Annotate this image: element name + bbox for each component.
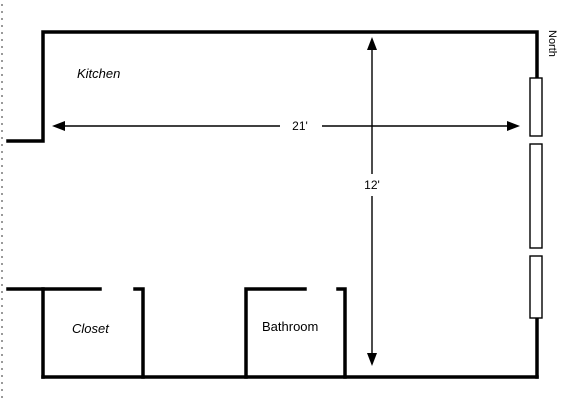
kitchen-label: Kitchen: [77, 66, 120, 81]
edge-dot: [1, 305, 3, 307]
edge-dot: [1, 270, 3, 272]
edge-dot: [1, 298, 3, 300]
closet-left-wall: [41, 287, 102, 379]
left-edge-dots: [1, 4, 3, 398]
edge-dot: [1, 74, 3, 76]
edge-dot: [1, 25, 3, 27]
edge-dot: [1, 375, 3, 377]
edge-dot: [1, 291, 3, 293]
edge-dot: [1, 11, 3, 13]
edge-dot: [1, 186, 3, 188]
edge-dot: [1, 284, 3, 286]
edge-dot: [1, 53, 3, 55]
depth-arrow-bottom: [367, 353, 377, 366]
edge-dot: [1, 158, 3, 160]
edge-dot: [1, 382, 3, 384]
edge-dot: [1, 256, 3, 258]
edge-dot: [1, 235, 3, 237]
edge-dot: [1, 39, 3, 41]
edge-dot: [1, 207, 3, 209]
edge-dot: [1, 214, 3, 216]
edge-dot: [1, 60, 3, 62]
edge-dot: [1, 67, 3, 69]
edge-dot: [1, 151, 3, 153]
edge-dot: [1, 200, 3, 202]
edge-dot: [1, 116, 3, 118]
edge-dot: [1, 18, 3, 20]
closet-label: Closet: [72, 321, 110, 336]
windows: [529, 77, 543, 319]
edge-dot: [1, 368, 3, 370]
edge-dot: [1, 396, 3, 398]
window-1: [529, 77, 543, 137]
north-label: North: [546, 30, 558, 57]
width-dimension-label: 21': [292, 119, 308, 133]
edge-dot: [1, 123, 3, 125]
bathroom-label: Bathroom: [262, 319, 318, 334]
edge-dot: [1, 95, 3, 97]
edge-dot: [1, 172, 3, 174]
edge-dot: [1, 361, 3, 363]
kitchen-nook-wall: [6, 30, 539, 143]
edge-dot: [1, 193, 3, 195]
edge-dot: [1, 81, 3, 83]
window-2: [529, 143, 543, 249]
edge-dot: [1, 102, 3, 104]
edge-dot: [1, 326, 3, 328]
width-arrow-right: [507, 121, 520, 131]
width-dimension: 21': [52, 119, 520, 133]
edge-dot: [1, 333, 3, 335]
edge-dot: [1, 32, 3, 34]
width-arrow-left: [52, 121, 65, 131]
edge-dot: [1, 312, 3, 314]
edge-dot: [1, 340, 3, 342]
edge-dot: [1, 228, 3, 230]
closet-right-wall: [133, 287, 145, 379]
bathroom-right-wall: [336, 287, 347, 379]
edge-dot: [1, 165, 3, 167]
edge-dot: [1, 4, 3, 6]
edge-dot: [1, 46, 3, 48]
depth-arrow-top: [367, 37, 377, 50]
edge-dot: [1, 277, 3, 279]
edge-dot: [1, 88, 3, 90]
window-3: [529, 255, 543, 319]
edge-dot: [1, 249, 3, 251]
edge-dot: [1, 242, 3, 244]
edge-dot: [1, 319, 3, 321]
edge-dot: [1, 347, 3, 349]
edge-dot: [1, 109, 3, 111]
edge-dot: [1, 221, 3, 223]
edge-dot: [1, 130, 3, 132]
bathroom-left-wall: [244, 287, 307, 379]
edge-dot: [1, 354, 3, 356]
edge-dot: [1, 137, 3, 139]
walls: [6, 30, 539, 379]
edge-dot: [1, 144, 3, 146]
depth-dimension: 12': [364, 37, 380, 366]
depth-dimension-label: 12': [364, 178, 380, 192]
edge-dot: [1, 263, 3, 265]
edge-dot: [1, 389, 3, 391]
edge-dot: [1, 179, 3, 181]
